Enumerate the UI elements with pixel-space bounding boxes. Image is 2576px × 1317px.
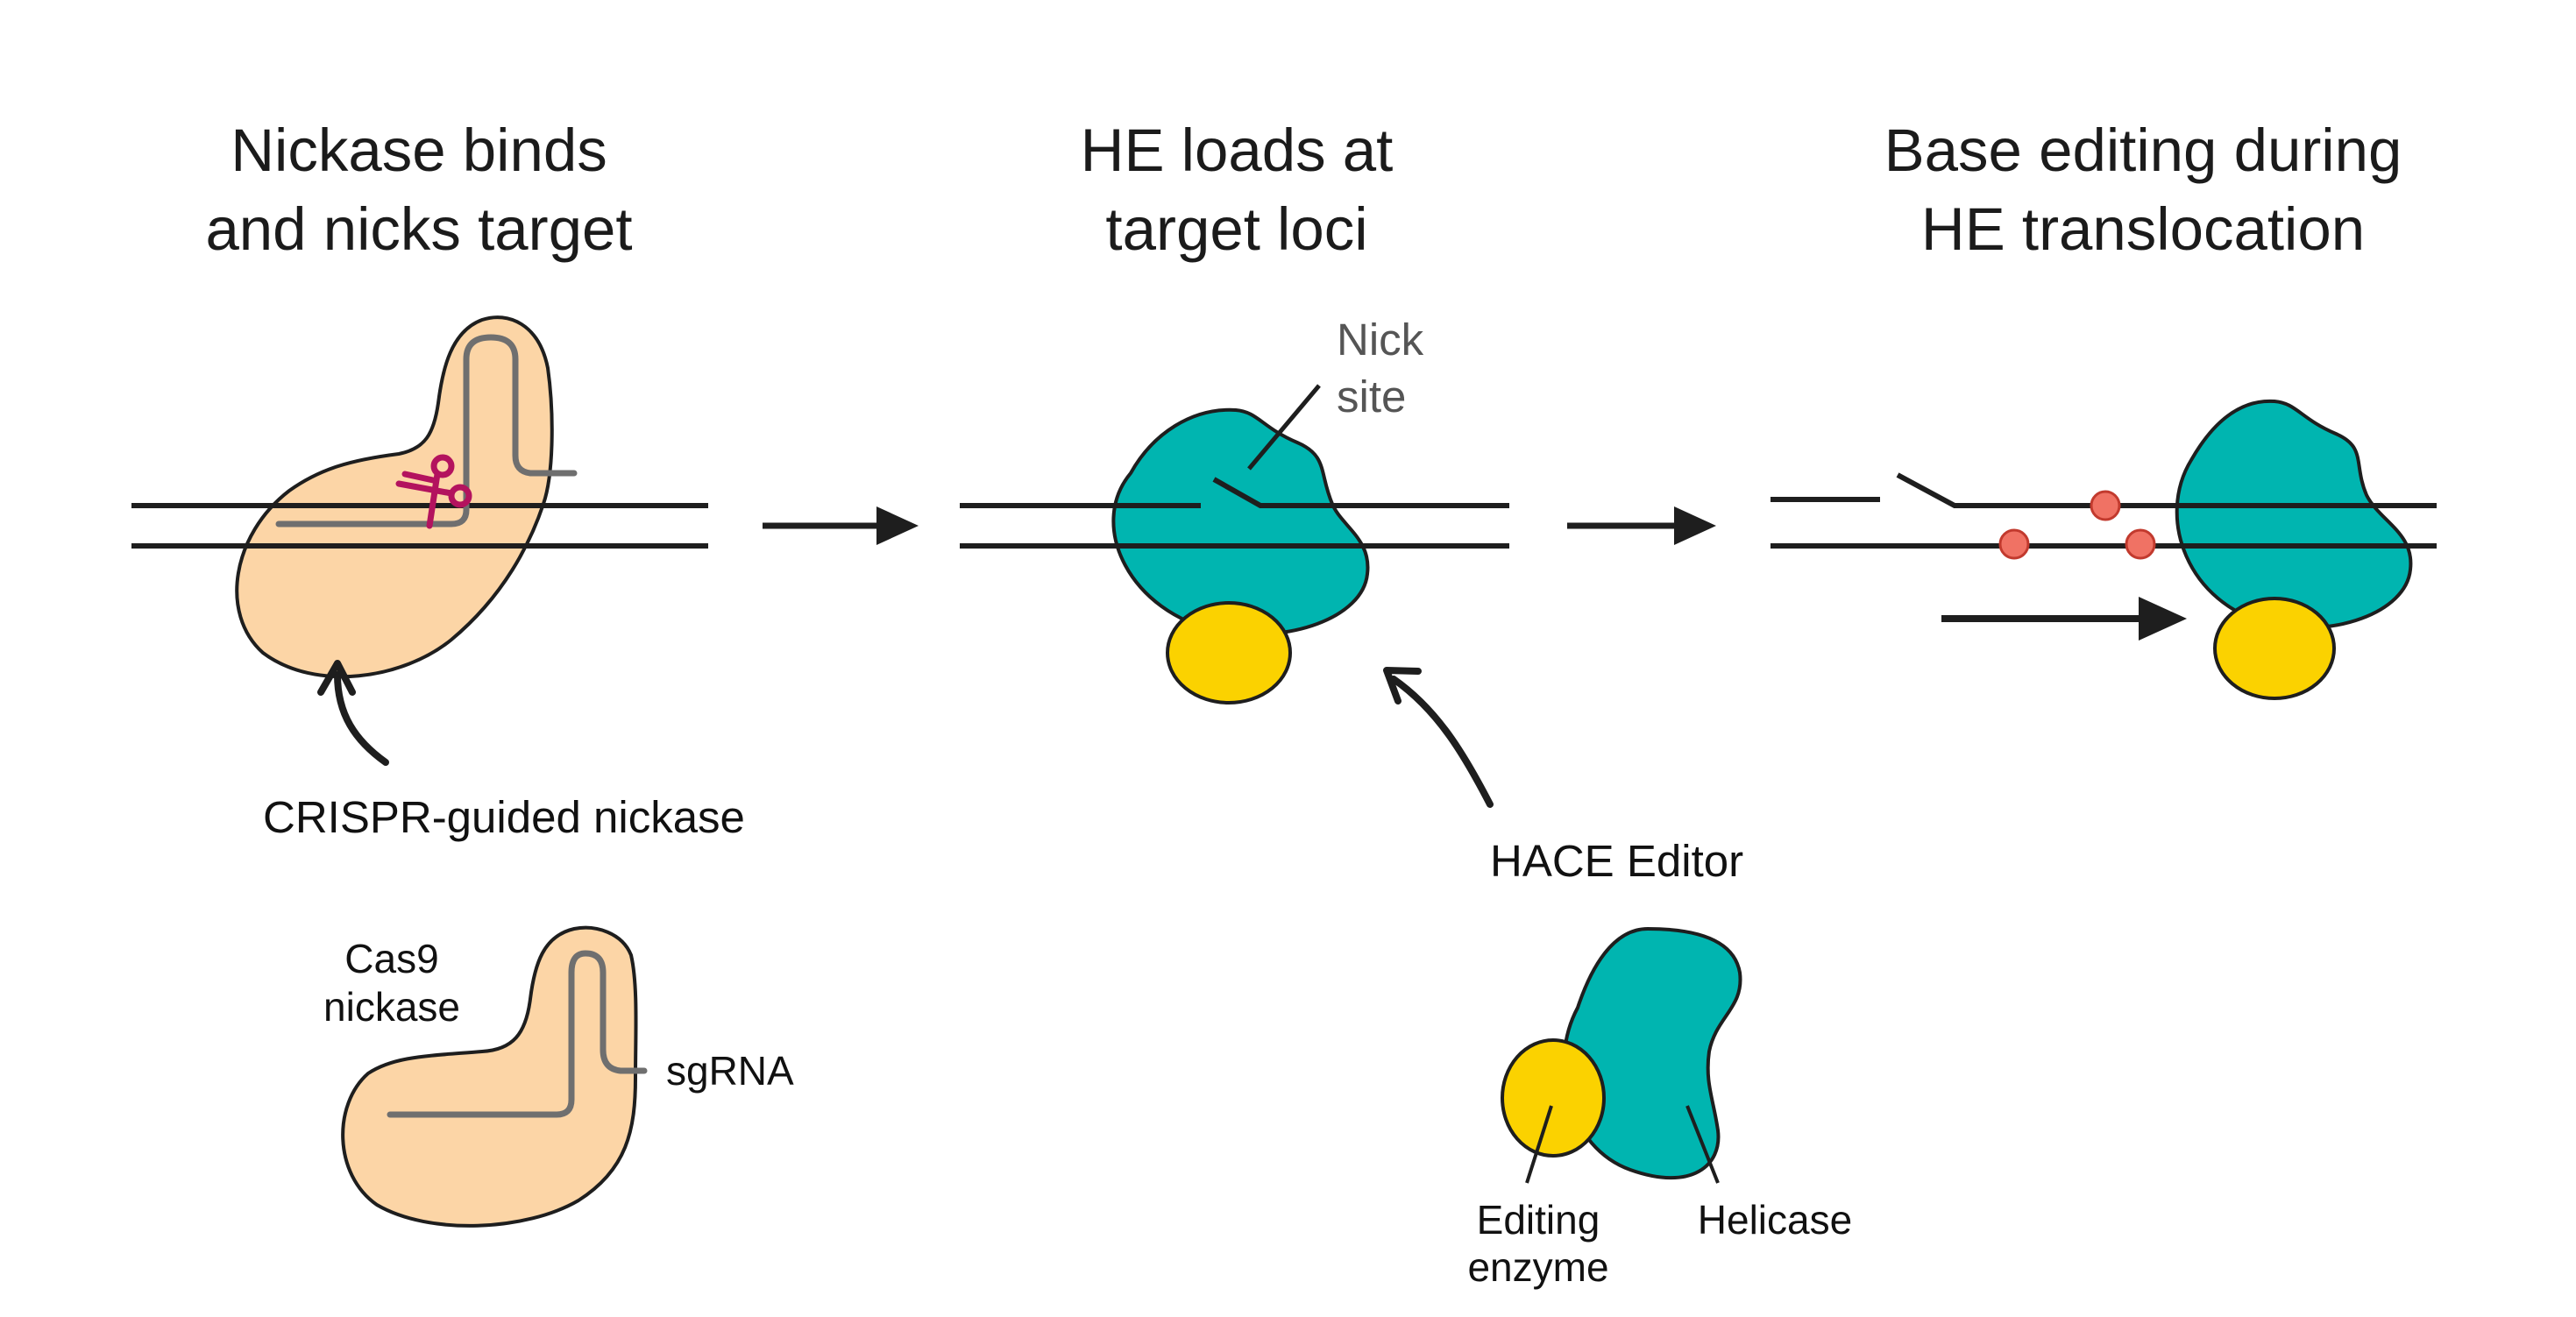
editing-enzyme-shape: [2213, 597, 2336, 700]
step-arrow-1: [763, 506, 919, 545]
step-1-title: Nickase binds and nicks target: [205, 117, 632, 263]
cas9-label-line2: nickase: [323, 984, 460, 1030]
sgrna-label: sgRNA: [666, 1048, 794, 1094]
panel-1-nickase-on-dna: CRISPR-guided nickase: [131, 315, 745, 842]
cas9-nickase-shape: [341, 925, 638, 1228]
helicase-label: Helicase: [1698, 1197, 1852, 1243]
edit-mark: [1998, 528, 2030, 560]
step-1-title-line1: Nickase binds: [231, 117, 607, 184]
helicase-pointer: [1685, 1105, 1720, 1184]
nickase-pointer-arrow: [334, 671, 389, 766]
edit-mark: [2090, 490, 2121, 521]
nick-site-label-line2: site: [1337, 372, 1406, 421]
editing-enzyme-label-line2: enzyme: [1467, 1244, 1608, 1290]
nickase-pointer-arrowhead: [317, 660, 356, 696]
nick-site-label-line1: Nick: [1337, 315, 1424, 365]
legend-cas9-nickase: Cas9 nickase sgRNA: [323, 925, 794, 1228]
hace-editor-label: HACE Editor: [1490, 836, 1743, 886]
editing-enzyme-label-line1: Editing: [1477, 1197, 1600, 1243]
crispr-nickase-label: CRISPR-guided nickase: [263, 792, 745, 842]
step-2-title-line1: HE loads at: [1081, 117, 1394, 184]
step-3-title: Base editing during HE translocation: [1884, 117, 2402, 263]
dna-top-strand-nicked: [1212, 477, 1509, 508]
helicase-shape: [1562, 926, 1742, 1180]
dna-top-strand-displaced: [1896, 472, 2437, 508]
legend-hace-editor: Editing enzyme Helicase: [1467, 926, 1852, 1290]
editing-enzyme-shape: [1166, 601, 1292, 705]
edit-mark: [2125, 528, 2156, 560]
scissors-icon: [395, 454, 472, 529]
panel-3-translocation: [1771, 399, 2437, 700]
nick-site-pointer: [1247, 384, 1321, 471]
step-2-title-line2: target loci: [1105, 195, 1367, 263]
step-1-title-line2: and nicks target: [205, 195, 632, 263]
hace-pointer-arrowhead: [1383, 667, 1422, 705]
editing-enzyme-shape: [1501, 1038, 1606, 1158]
hace-pointer-arrow: [1390, 676, 1494, 808]
helicase-shape: [1111, 407, 1370, 636]
translocation-arrowhead: [2139, 597, 2187, 641]
nickase-shape: [235, 315, 554, 679]
step-arrow-2: [1567, 506, 1716, 545]
cas9-label-line1: Cas9: [344, 936, 438, 981]
step-3-title-line2: HE translocation: [1921, 195, 2365, 263]
panel-2-he-loads: Nick site HACE Editor: [960, 315, 1743, 886]
sgrna-line: [387, 950, 648, 1118]
helicase-shape: [2175, 399, 2413, 630]
step-3-title-line1: Base editing during: [1884, 117, 2402, 184]
step-2-title: HE loads at target loci: [1081, 117, 1394, 263]
editing-enzyme-pointer: [1525, 1105, 1553, 1184]
sgrna-line: [275, 334, 578, 528]
